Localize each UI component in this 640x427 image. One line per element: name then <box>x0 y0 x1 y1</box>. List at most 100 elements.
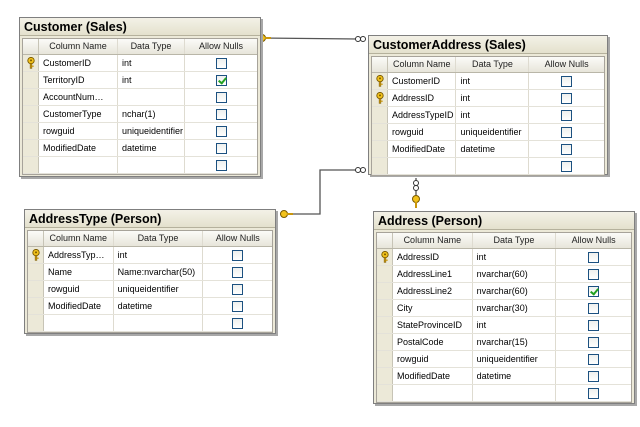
data-type[interactable]: datetime <box>456 141 530 157</box>
row-selector[interactable] <box>28 315 44 331</box>
data-type[interactable]: nvarchar(60) <box>473 266 557 282</box>
column-row[interactable] <box>372 158 604 175</box>
data-type[interactable]: uniqueidentifier <box>473 351 557 367</box>
row-selector[interactable] <box>23 157 39 173</box>
row-selector[interactable] <box>23 55 39 71</box>
column-name[interactable]: rowguid <box>393 351 473 367</box>
column-name-header[interactable]: Column Name <box>388 57 457 72</box>
allow-nulls-header[interactable]: Allow Nulls <box>198 41 243 51</box>
allow-nulls-checkbox[interactable] <box>588 268 600 280</box>
allow-nulls-checkbox[interactable] <box>561 109 573 121</box>
allow-nulls-checkbox[interactable] <box>215 108 227 120</box>
data-type[interactable] <box>114 315 204 331</box>
row-selector[interactable] <box>28 247 44 263</box>
column-name[interactable]: ModifiedDate <box>39 140 118 156</box>
allow-nulls-checkbox[interactable] <box>588 251 600 263</box>
data-type-header[interactable]: Data Type <box>456 57 530 72</box>
allow-nulls-checkbox[interactable] <box>588 353 600 365</box>
column-name[interactable]: AddressLine2 <box>393 283 473 299</box>
data-type[interactable]: uniqueidentifier <box>456 124 530 140</box>
allow-nulls-checkbox[interactable] <box>588 285 600 297</box>
column-name[interactable] <box>39 157 118 173</box>
table-title[interactable]: CustomerAddress (Sales) <box>369 36 607 54</box>
row-selector[interactable] <box>377 351 393 367</box>
allow-nulls-checkbox[interactable] <box>215 142 227 154</box>
data-type[interactable]: int <box>456 90 530 106</box>
data-type[interactable]: int <box>118 55 185 71</box>
data-type[interactable]: nvarchar(15) <box>473 334 557 350</box>
allow-nulls-checkbox[interactable] <box>215 91 227 103</box>
allow-nulls-checkbox[interactable] <box>232 266 244 278</box>
column-name[interactable]: AddressTypeID <box>388 107 457 123</box>
row-selector[interactable] <box>377 368 393 384</box>
row-selector[interactable] <box>28 264 44 280</box>
column-name[interactable]: ModifiedDate <box>388 141 457 157</box>
data-type[interactable]: nchar(1) <box>118 106 185 122</box>
row-selector[interactable] <box>23 72 39 88</box>
table-title[interactable]: AddressType (Person) <box>25 210 275 228</box>
column-name[interactable]: ModifiedDate <box>393 368 473 384</box>
row-selector[interactable] <box>377 300 393 316</box>
allow-nulls-checkbox[interactable] <box>588 370 600 382</box>
column-name[interactable]: TerritoryID <box>39 72 118 88</box>
row-selector[interactable] <box>377 334 393 350</box>
allow-nulls-checkbox[interactable] <box>561 126 573 138</box>
data-type[interactable] <box>118 89 185 105</box>
data-type[interactable]: Name:nvarchar(50) <box>114 264 204 280</box>
allow-nulls-checkbox[interactable] <box>215 74 227 86</box>
column-name[interactable]: AddressID <box>393 249 473 265</box>
column-name[interactable]: PostalCode <box>393 334 473 350</box>
data-type[interactable]: int <box>456 73 530 89</box>
data-type[interactable] <box>473 385 557 401</box>
allow-nulls-checkbox[interactable] <box>561 75 573 87</box>
data-type[interactable]: uniqueidentifier <box>114 281 204 297</box>
column-name-header[interactable]: Column Name <box>39 39 118 54</box>
data-type-header[interactable]: Data Type <box>114 231 204 246</box>
allow-nulls-checkbox[interactable] <box>215 159 227 171</box>
column-name-header[interactable]: Column Name <box>393 233 473 248</box>
data-type-header[interactable]: Data Type <box>473 233 557 248</box>
table-title[interactable]: Customer (Sales) <box>20 18 260 36</box>
column-row[interactable] <box>377 385 631 402</box>
column-name[interactable]: CustomerID <box>388 73 457 89</box>
allow-nulls-header[interactable]: Allow Nulls <box>571 235 616 245</box>
column-name[interactable]: AccountNum… <box>39 89 118 105</box>
row-selector[interactable] <box>372 107 388 123</box>
allow-nulls-checkbox[interactable] <box>588 302 600 314</box>
data-type[interactable] <box>456 158 530 174</box>
data-type-header[interactable]: Data Type <box>118 39 185 54</box>
allow-nulls-checkbox[interactable] <box>588 387 600 399</box>
allow-nulls-checkbox[interactable] <box>232 283 244 295</box>
column-row[interactable] <box>28 315 272 332</box>
row-selector[interactable] <box>23 140 39 156</box>
allow-nulls-checkbox[interactable] <box>588 336 600 348</box>
row-selector[interactable] <box>372 90 388 106</box>
data-type[interactable]: int <box>114 247 204 263</box>
row-selector[interactable] <box>372 158 388 174</box>
column-name[interactable]: City <box>393 300 473 316</box>
row-selector[interactable] <box>28 298 44 314</box>
column-name[interactable]: CustomerType <box>39 106 118 122</box>
column-name[interactable]: rowguid <box>44 281 114 297</box>
allow-nulls-header[interactable]: Allow Nulls <box>544 59 589 69</box>
row-selector[interactable] <box>377 266 393 282</box>
column-name[interactable]: Name <box>44 264 114 280</box>
